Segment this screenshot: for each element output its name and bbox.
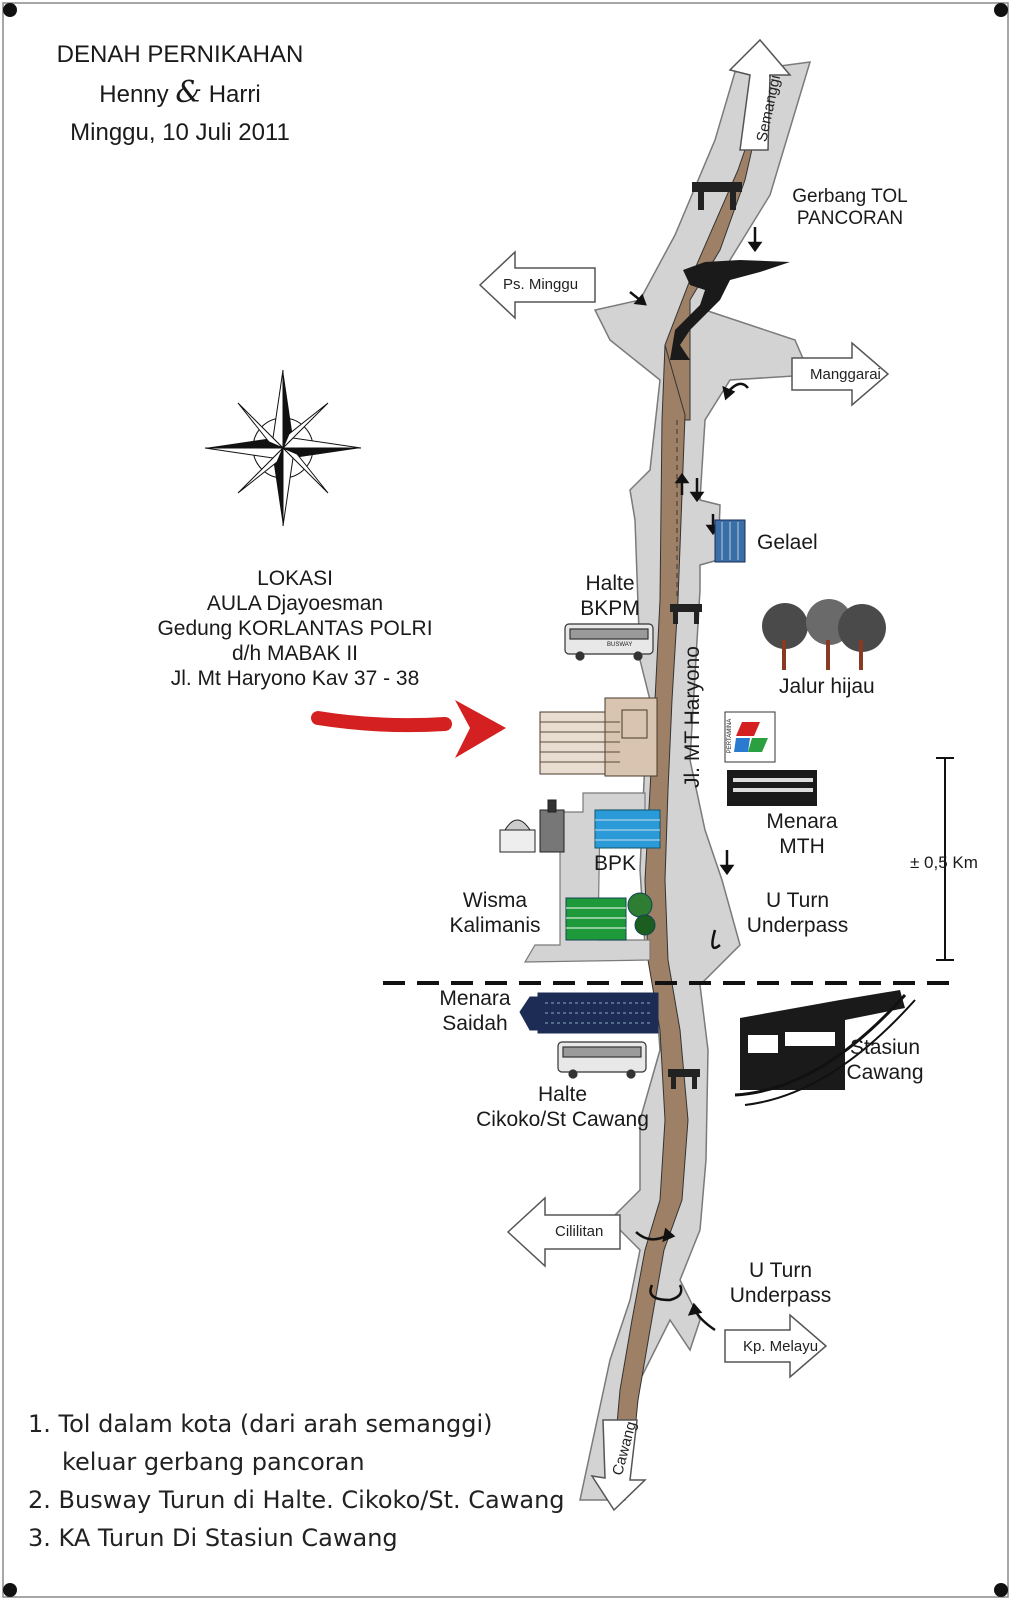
- corner-screw-bottom-left: [3, 1583, 17, 1597]
- flyover-interchange-icon: [670, 260, 790, 360]
- corner-screw-top-right: [994, 3, 1008, 17]
- label-menara-mth: Menara MTH: [766, 810, 838, 858]
- busway-sign-text: BUSWAY: [607, 642, 633, 648]
- bus-icon-cikoko: [557, 1041, 647, 1079]
- label-u-turn-2: U Turn Underpass: [729, 1259, 832, 1307]
- location-line-1: LOKASI: [257, 567, 333, 590]
- note-1-continued: keluar gerbang pancoran: [62, 1448, 365, 1476]
- corner-screw-bottom-right: [994, 1583, 1008, 1597]
- event-date: Minggu, 10 Juli 2011: [70, 119, 290, 146]
- label-bpk: BPK: [594, 852, 637, 875]
- toll-gate-icon: [692, 182, 742, 210]
- scale-label: ± 0,5 Km: [910, 853, 978, 872]
- note-1: 1. Tol dalam kota (dari arah semanggi): [28, 1410, 493, 1438]
- couple-names: Henny & Harri: [20, 74, 340, 114]
- building-menara-saidah: [519, 992, 659, 1034]
- label-menara-saidah: Menara Saidah: [439, 987, 511, 1035]
- pertamina-logo-icon: [724, 711, 776, 763]
- direction-arrow-manggarai: [791, 341, 890, 407]
- label-halte-cikoko: Halte Cikoko/St Cawang: [476, 1083, 649, 1131]
- building-wisma-kalimanis: [565, 892, 656, 941]
- label-wisma-kalimanis: Wisma Kalimanis: [449, 889, 541, 937]
- sign-ps-minggu: Ps. Minggu: [503, 276, 579, 293]
- note-3: 3. KA Turun Di Stasiun Cawang: [28, 1524, 398, 1552]
- direction-arrow-ps-minggu: [478, 250, 596, 320]
- map-title: DENAH PERNIKAHAN: [56, 41, 304, 68]
- building-gelael: [714, 519, 746, 563]
- location-pointer-arrow: [311, 700, 506, 758]
- distance-scale-bar: [936, 757, 954, 961]
- building-korlantas-polri: [539, 697, 658, 777]
- location-line-5: Jl. Mt Haryono Kav 37 - 38: [170, 667, 420, 690]
- busway-stop-gate-icon: [670, 604, 702, 624]
- note-2: 2. Busway Turun di Halte. Cikoko/St. Caw…: [28, 1486, 565, 1514]
- header: DENAH PERNIKAHAN Henny & Harri Minggu, 1…: [20, 36, 340, 152]
- label-gerbang-tol: Gerbang TOL PANCORAN: [792, 186, 908, 229]
- corner-screw-top-left: [3, 3, 17, 17]
- location-block: LOKASI AULA Djayoesman Gedung KORLANTAS …: [140, 566, 450, 691]
- sign-cililitan: Cililitan: [555, 1223, 604, 1240]
- name-right: Harri: [208, 81, 261, 108]
- location-line-2: AULA Djayoesman: [206, 592, 384, 615]
- direction-arrow-cililitan: [506, 1196, 621, 1268]
- label-stasiun-cawang: Stasiun Cawang: [846, 1036, 924, 1084]
- directions-notes: 1. Tol dalam kota (dari arah semanggi) k…: [28, 1405, 565, 1557]
- name-left: Henny: [99, 81, 169, 108]
- ampersand: &: [175, 75, 203, 110]
- label-gelael: Gelael: [757, 531, 818, 554]
- pertamina-logo-text: PERTAMINA: [727, 718, 734, 754]
- road-name-label: Jl. MT Haryono: [681, 646, 704, 788]
- train-icon: [734, 990, 916, 1106]
- label-halte-bkpm: Halte BKPM: [580, 572, 640, 620]
- location-line-3: Gedung KORLANTAS POLRI: [157, 617, 433, 640]
- trees-jalur-hijau-icon: [762, 599, 886, 670]
- busway-stop-gate-2-icon: [668, 1069, 700, 1089]
- traffic-arrows: [629, 227, 763, 1332]
- building-menara-mth: [727, 770, 817, 806]
- label-jalur-hijau: Jalur hijau: [779, 675, 875, 698]
- compass-rose-icon: [204, 369, 362, 527]
- direction-arrow-cawang: [590, 1419, 647, 1512]
- bus-icon-bkpm: [564, 623, 654, 661]
- direction-arrow-kp-melayu: [724, 1313, 828, 1379]
- sign-manggarai: Manggarai: [810, 366, 881, 383]
- location-line-4: d/h MABAK II: [231, 642, 359, 665]
- sign-kp-melayu: Kp. Melayu: [743, 1338, 819, 1355]
- building-bpk: [594, 809, 661, 849]
- direction-arrow-semanggi: [728, 38, 792, 151]
- mosque-icon: [499, 799, 565, 853]
- label-u-turn-1: U Turn Underpass: [746, 889, 849, 937]
